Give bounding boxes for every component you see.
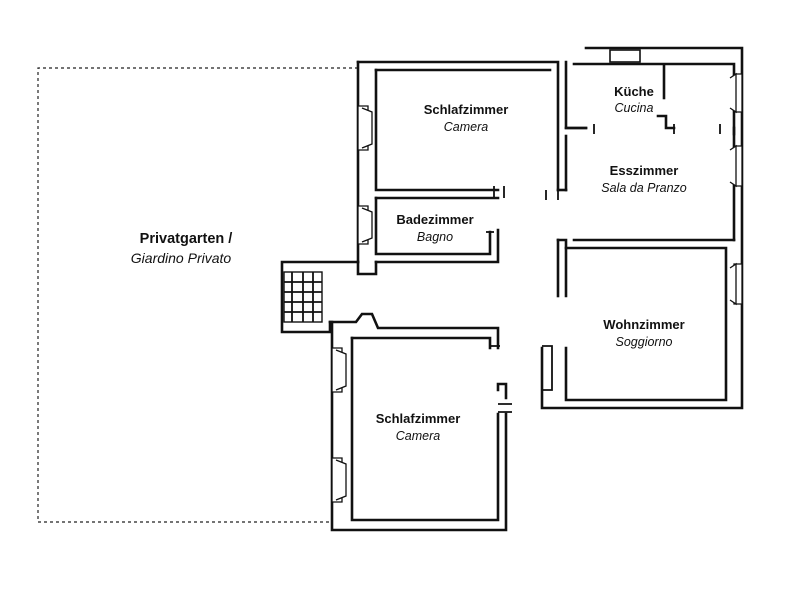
room-living-label-it: Soggiorno: [616, 335, 673, 349]
kitchen-partitions: [564, 64, 736, 136]
garden-label-it: Giardino Privato: [131, 250, 232, 266]
room-bedroom-top-label-de: Schlafzimmer: [424, 102, 509, 117]
room-living-label-de: Wohnzimmer: [603, 317, 684, 332]
garden-label-de: Privatgarten /: [140, 231, 233, 247]
room-bedroom-bottom-label-de: Schlafzimmer: [376, 411, 461, 426]
door-jambs: [486, 186, 559, 413]
room-kitchen-label-de: Küche: [614, 84, 654, 99]
room-bedroom-top-label-it: Camera: [444, 120, 489, 134]
room-dining-label-it: Sala da Pranzo: [601, 181, 687, 195]
room-bedroom-bottom-label-it: Camera: [396, 429, 441, 443]
room-kitchen-label-it: Cucina: [615, 101, 654, 115]
room-dining-label-de: Esszimmer: [610, 163, 679, 178]
stairs: [283, 271, 323, 323]
garden-boundary: [37, 67, 358, 523]
windows: [331, 72, 743, 503]
room-bathroom-label-it: Bagno: [417, 230, 453, 244]
outer-walls: [280, 46, 744, 532]
room-bathroom-label-de: Badezimmer: [396, 212, 473, 227]
chimney: [609, 49, 641, 63]
